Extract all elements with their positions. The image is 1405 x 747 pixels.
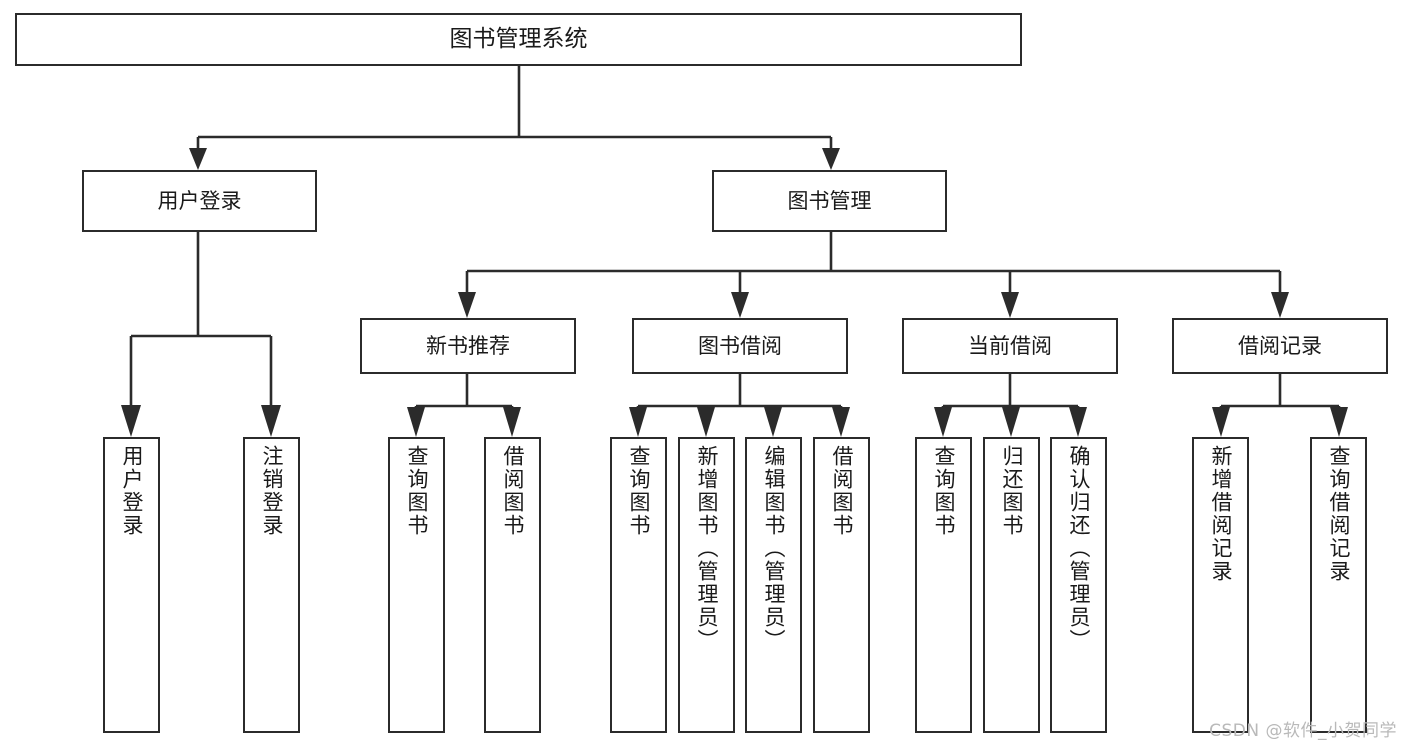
connector-currentborrow-to-leaves bbox=[934, 374, 1087, 437]
connector-bookmanage-to-level2 bbox=[458, 232, 1289, 318]
connector-newbook-to-leaves bbox=[407, 374, 521, 437]
connector-userlogin-to-leaves bbox=[121, 232, 281, 437]
node-label: 查询图书 bbox=[405, 445, 429, 537]
leaf-return-book[interactable]: 归还图书 bbox=[983, 437, 1040, 733]
connector-borrowrecord-to-leaves bbox=[1212, 374, 1348, 437]
node-label: 当前借阅 bbox=[968, 333, 1052, 358]
leaf-user-login[interactable]: 用户登录 bbox=[103, 437, 160, 733]
node-current-borrow[interactable]: 当前借阅 bbox=[902, 318, 1118, 374]
leaf-add-book-admin[interactable]: 新增图书（管理员） bbox=[678, 437, 735, 733]
node-user-login[interactable]: 用户登录 bbox=[82, 170, 317, 232]
node-label: 图书借阅 bbox=[698, 333, 782, 358]
node-label: 查询借阅记录 bbox=[1327, 445, 1351, 583]
connector-bookborrow-to-leaves bbox=[629, 374, 850, 437]
node-label: 注销登录 bbox=[260, 445, 284, 537]
node-label: 用户登录 bbox=[120, 445, 144, 537]
node-label: 归还图书 bbox=[1000, 445, 1024, 537]
node-label: 新书推荐 bbox=[426, 333, 510, 358]
node-label: 图书管理系统 bbox=[449, 25, 588, 52]
leaf-borrow-book-borrow[interactable]: 借阅图书 bbox=[813, 437, 870, 733]
node-label: 用户登录 bbox=[157, 188, 242, 213]
node-label: 借阅图书 bbox=[830, 445, 854, 537]
leaf-query-book-current[interactable]: 查询图书 bbox=[915, 437, 972, 733]
node-label: 编辑图书（管理员） bbox=[762, 445, 786, 652]
node-label: 借阅记录 bbox=[1238, 333, 1322, 358]
leaf-query-book-borrow[interactable]: 查询图书 bbox=[610, 437, 667, 733]
node-label: 查询图书 bbox=[932, 445, 956, 537]
node-book-manage[interactable]: 图书管理 bbox=[712, 170, 947, 232]
leaf-borrow-book-newbook[interactable]: 借阅图书 bbox=[484, 437, 541, 733]
node-book-borrow[interactable]: 图书借阅 bbox=[632, 318, 848, 374]
leaf-edit-book-admin[interactable]: 编辑图书（管理员） bbox=[745, 437, 802, 733]
node-label: 新增借阅记录 bbox=[1209, 445, 1233, 583]
node-label: 新增图书（管理员） bbox=[695, 445, 719, 652]
connector-root-to-level1 bbox=[189, 66, 840, 170]
node-new-book-recommend[interactable]: 新书推荐 bbox=[360, 318, 576, 374]
node-label: 借阅图书 bbox=[501, 445, 525, 537]
leaf-query-borrow-record[interactable]: 查询借阅记录 bbox=[1310, 437, 1367, 733]
node-root-system[interactable]: 图书管理系统 bbox=[15, 13, 1022, 66]
node-label: 确认归还（管理员） bbox=[1067, 445, 1091, 652]
leaf-add-borrow-record[interactable]: 新增借阅记录 bbox=[1192, 437, 1249, 733]
csdn-watermark: CSDN @软件_小贺同学 bbox=[1209, 721, 1397, 741]
leaf-query-book-newbook[interactable]: 查询图书 bbox=[388, 437, 445, 733]
node-label: 图书管理 bbox=[787, 188, 872, 213]
leaf-user-logout[interactable]: 注销登录 bbox=[243, 437, 300, 733]
node-borrow-record[interactable]: 借阅记录 bbox=[1172, 318, 1388, 374]
leaf-confirm-return-admin[interactable]: 确认归还（管理员） bbox=[1050, 437, 1107, 733]
node-label: 查询图书 bbox=[627, 445, 651, 537]
